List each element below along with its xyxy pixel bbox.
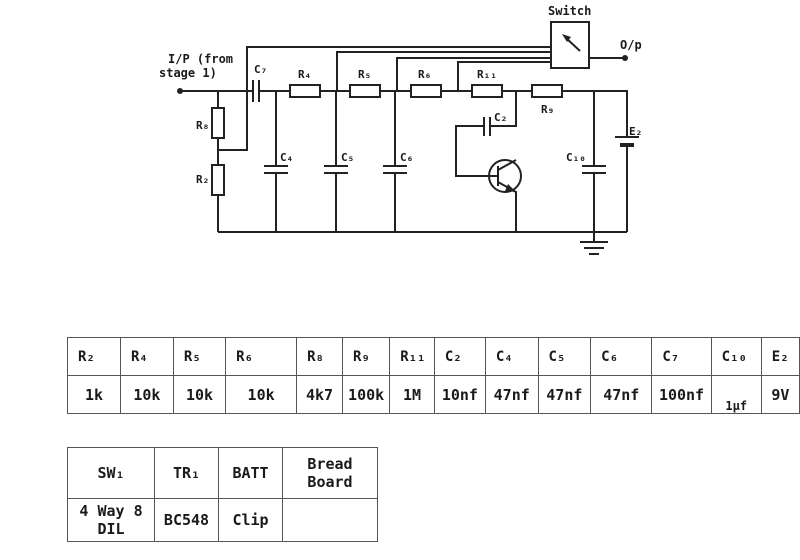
c10-label: C₁₀ (566, 151, 586, 164)
value-cell: 1k (67, 375, 121, 414)
header-cell: SW₁ (67, 447, 155, 499)
misc-header-row: SW₁ TR₁ BATT Bread Board (67, 447, 378, 499)
value-cell: 4k7 (296, 375, 344, 414)
header-cell: BATT (218, 447, 283, 499)
value-cell: 10nf (433, 375, 486, 414)
circuit-schematic: I/P (from stage 1) Switch O/p C₇ R₄ R₅ R… (159, 4, 642, 255)
rotary-switch (246, 21, 628, 91)
header-cell: R₉ (342, 337, 391, 376)
parts-value-row: 1k 10k 10k 10k 4k7 100k 1M 10nf 47nf 47n… (67, 375, 800, 414)
header-cell: C₂ (433, 337, 486, 376)
header-cell: C₇ (651, 337, 712, 376)
value-cell: 10k (225, 375, 298, 414)
value-cell: 1M (389, 375, 435, 414)
value-cell: 47nf (537, 375, 592, 414)
r11-label: R₁₁ (477, 68, 497, 81)
value-cell: 47nf (484, 375, 539, 414)
c2-label: C₂ (494, 111, 507, 124)
value-cell: 100k (342, 375, 391, 414)
e2-label: E₂ (629, 125, 642, 138)
transistor-tr1 (455, 91, 522, 232)
c4-label: C₄ (280, 151, 293, 164)
input-wire (177, 88, 245, 94)
r8-label: R₈ (196, 119, 209, 132)
parts-header-row: R₂ R₄ R₅ R₆ R₈ R₉ R₁₁ C₂ C₄ C₅ C₆ C₇ C₁₀… (67, 337, 800, 376)
value-cell: 1μf (710, 375, 762, 414)
ground-bus (218, 231, 627, 255)
header-cell: C₅ (537, 337, 592, 376)
header-cell: R₅ (172, 337, 227, 376)
header-cell: TR₁ (154, 447, 219, 499)
header-cell: R₆ (225, 337, 298, 376)
misc-value-row: 4 Way 8 DIL BC548 Clip (67, 498, 378, 542)
value-cell: Clip (218, 498, 283, 542)
r2-label: R₂ (196, 173, 209, 186)
header-cell: E₂ (760, 337, 800, 376)
c6-label: C₆ (400, 151, 413, 164)
header-cell: C₄ (484, 337, 539, 376)
value-cell: 10k (119, 375, 174, 414)
value-cell: 10k (172, 375, 227, 414)
header-cell: R₄ (119, 337, 174, 376)
r9-label: R₉ (541, 103, 554, 116)
value-cell (282, 498, 378, 542)
input-label-line2: stage 1) (159, 66, 217, 80)
header-cell: R₁₁ (389, 337, 435, 376)
shunt-capacitors (264, 91, 606, 232)
value-cell: 9V (760, 375, 800, 414)
header-cell: C₆ (590, 337, 653, 376)
r6-label: R₆ (418, 68, 431, 81)
c7-label: C₇ (254, 63, 267, 76)
value-cell: 47nf (590, 375, 653, 414)
r5-label: R₅ (358, 68, 371, 81)
header-cell: R₂ (67, 337, 121, 376)
value-cell: BC548 (154, 498, 219, 542)
header-cell: Bread Board (282, 447, 378, 499)
input-label-line1: I/P (from (168, 52, 233, 66)
parts-table: R₂ R₄ R₅ R₆ R₈ R₉ R₁₁ C₂ C₄ C₅ C₆ C₇ C₁₀… (67, 337, 800, 414)
misc-parts-table: SW₁ TR₁ BATT Bread Board 4 Way 8 DIL BC5… (67, 447, 378, 542)
capacitor-c7 (245, 80, 290, 102)
r8-r2-divider (211, 91, 248, 232)
r4-label: R₄ (298, 68, 311, 81)
resistor-chain (289, 84, 628, 137)
output-label: O/p (620, 38, 642, 52)
header-cell: R₈ (296, 337, 344, 376)
value-cell: 4 Way 8 DIL (67, 498, 155, 542)
c5-label: C₅ (341, 151, 354, 164)
battery-e2 (615, 136, 639, 232)
schematic-labels: I/P (from stage 1) Switch O/p C₇ R₄ R₅ R… (159, 4, 642, 186)
header-cell: C₁₀ (710, 337, 762, 376)
value-cell: 100nf (651, 375, 712, 414)
switch-label: Switch (548, 4, 591, 18)
